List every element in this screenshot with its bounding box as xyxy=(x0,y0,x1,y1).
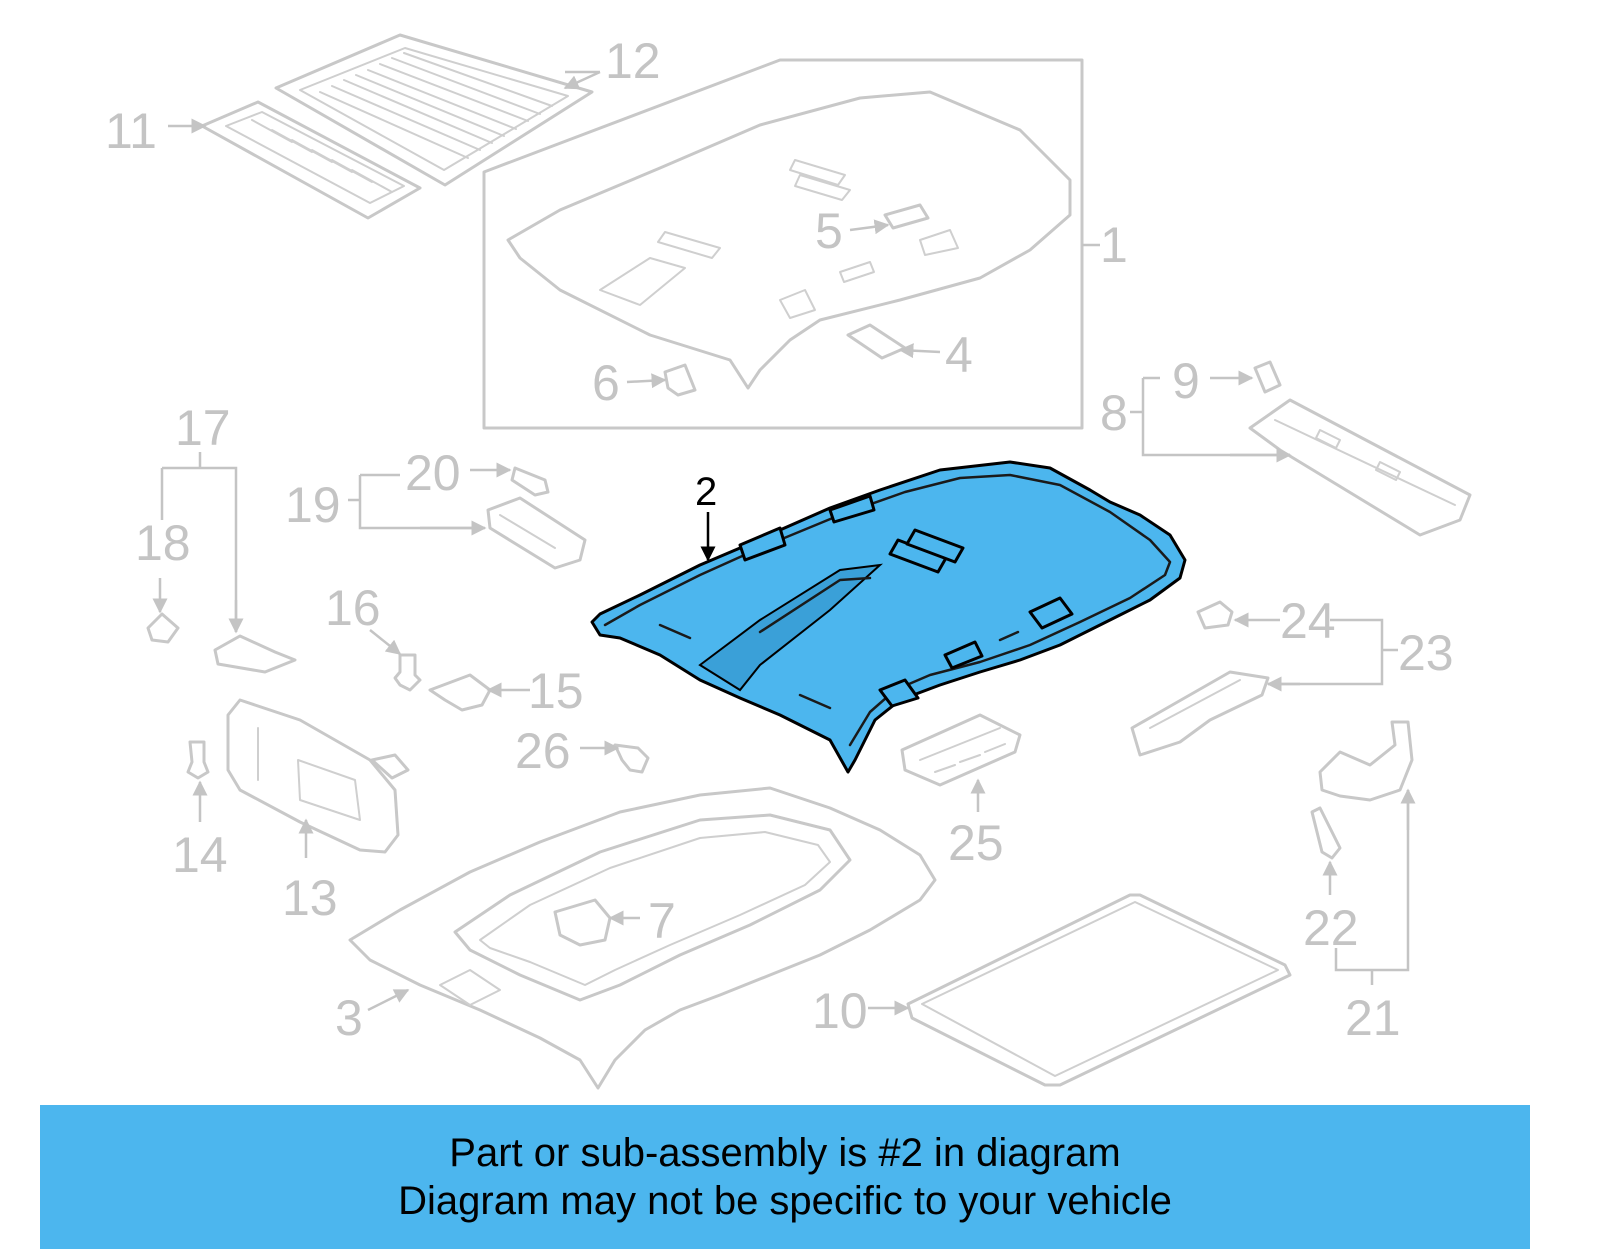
leader-lines xyxy=(152,70,1416,1016)
part-25-lamp xyxy=(900,713,1022,787)
part-9-clip xyxy=(1253,360,1282,394)
part-20-bulb xyxy=(510,466,550,497)
part-10-sunroof-seal xyxy=(906,893,1292,1087)
callout-labels: 12 11 1 5 4 6 9 8 17 20 19 2 18 16 24 23… xyxy=(105,33,1454,1046)
part-14-screw xyxy=(186,740,210,780)
part-7-bracket xyxy=(553,898,612,947)
part-13-sun-visor xyxy=(226,698,410,854)
callout-26: 26 xyxy=(515,723,571,779)
part-24-clip xyxy=(1196,600,1234,630)
callout-17: 17 xyxy=(175,400,231,456)
callout-1: 1 xyxy=(1100,217,1128,273)
callout-15: 15 xyxy=(528,663,584,719)
part-5-clip xyxy=(883,203,930,230)
part-22-screw xyxy=(1310,806,1342,860)
callout-23: 23 xyxy=(1398,625,1454,681)
part-6-clip xyxy=(663,363,697,397)
callout-18: 18 xyxy=(135,515,191,571)
callout-16: 16 xyxy=(325,580,381,636)
info-banner: Part or sub-assembly is #2 in diagram Di… xyxy=(40,1105,1530,1249)
part-23-grab-handle-bracket xyxy=(1130,670,1270,757)
callout-13: 13 xyxy=(282,870,338,926)
callout-3: 3 xyxy=(335,990,363,1046)
callout-20: 20 xyxy=(405,445,461,501)
part-8-rail xyxy=(1248,398,1472,537)
callout-9: 9 xyxy=(1172,353,1200,409)
callout-11: 11 xyxy=(105,103,157,159)
part-16-bolt xyxy=(393,653,422,692)
part-2-headliner-highlighted xyxy=(590,460,1187,774)
callout-10: 10 xyxy=(812,983,868,1039)
part-12-sunshade-panel xyxy=(274,33,594,187)
part-21-grab-handle xyxy=(1318,720,1414,802)
part-15-clip xyxy=(428,673,492,712)
part-4-pad xyxy=(846,323,907,360)
callout-19: 19 xyxy=(285,477,341,533)
callout-7: 7 xyxy=(648,893,676,949)
part-19-map-lamp xyxy=(486,496,587,570)
callout-6: 6 xyxy=(592,355,620,411)
part-26-screw xyxy=(613,743,650,774)
part-17-bracket xyxy=(213,634,297,674)
part-3-headliner-sunroof xyxy=(348,786,937,1090)
callout-12: 12 xyxy=(605,33,661,89)
callout-21: 21 xyxy=(1345,990,1401,1046)
part-18-clip xyxy=(146,612,180,644)
callout-24: 24 xyxy=(1280,593,1336,649)
callout-5: 5 xyxy=(815,203,843,259)
callout-22: 22 xyxy=(1303,900,1359,956)
callout-14: 14 xyxy=(172,827,228,883)
callout-8: 8 xyxy=(1100,385,1128,441)
callout-4: 4 xyxy=(945,327,973,383)
callout-2: 2 xyxy=(695,470,717,514)
part-11-panel xyxy=(200,100,422,220)
banner-line-1: Part or sub-assembly is #2 in diagram xyxy=(449,1131,1121,1175)
callout-25: 25 xyxy=(948,815,1004,871)
part-1-box xyxy=(482,58,1084,430)
banner-line-2: Diagram may not be specific to your vehi… xyxy=(398,1179,1172,1223)
part-1-headliner xyxy=(506,90,1072,390)
